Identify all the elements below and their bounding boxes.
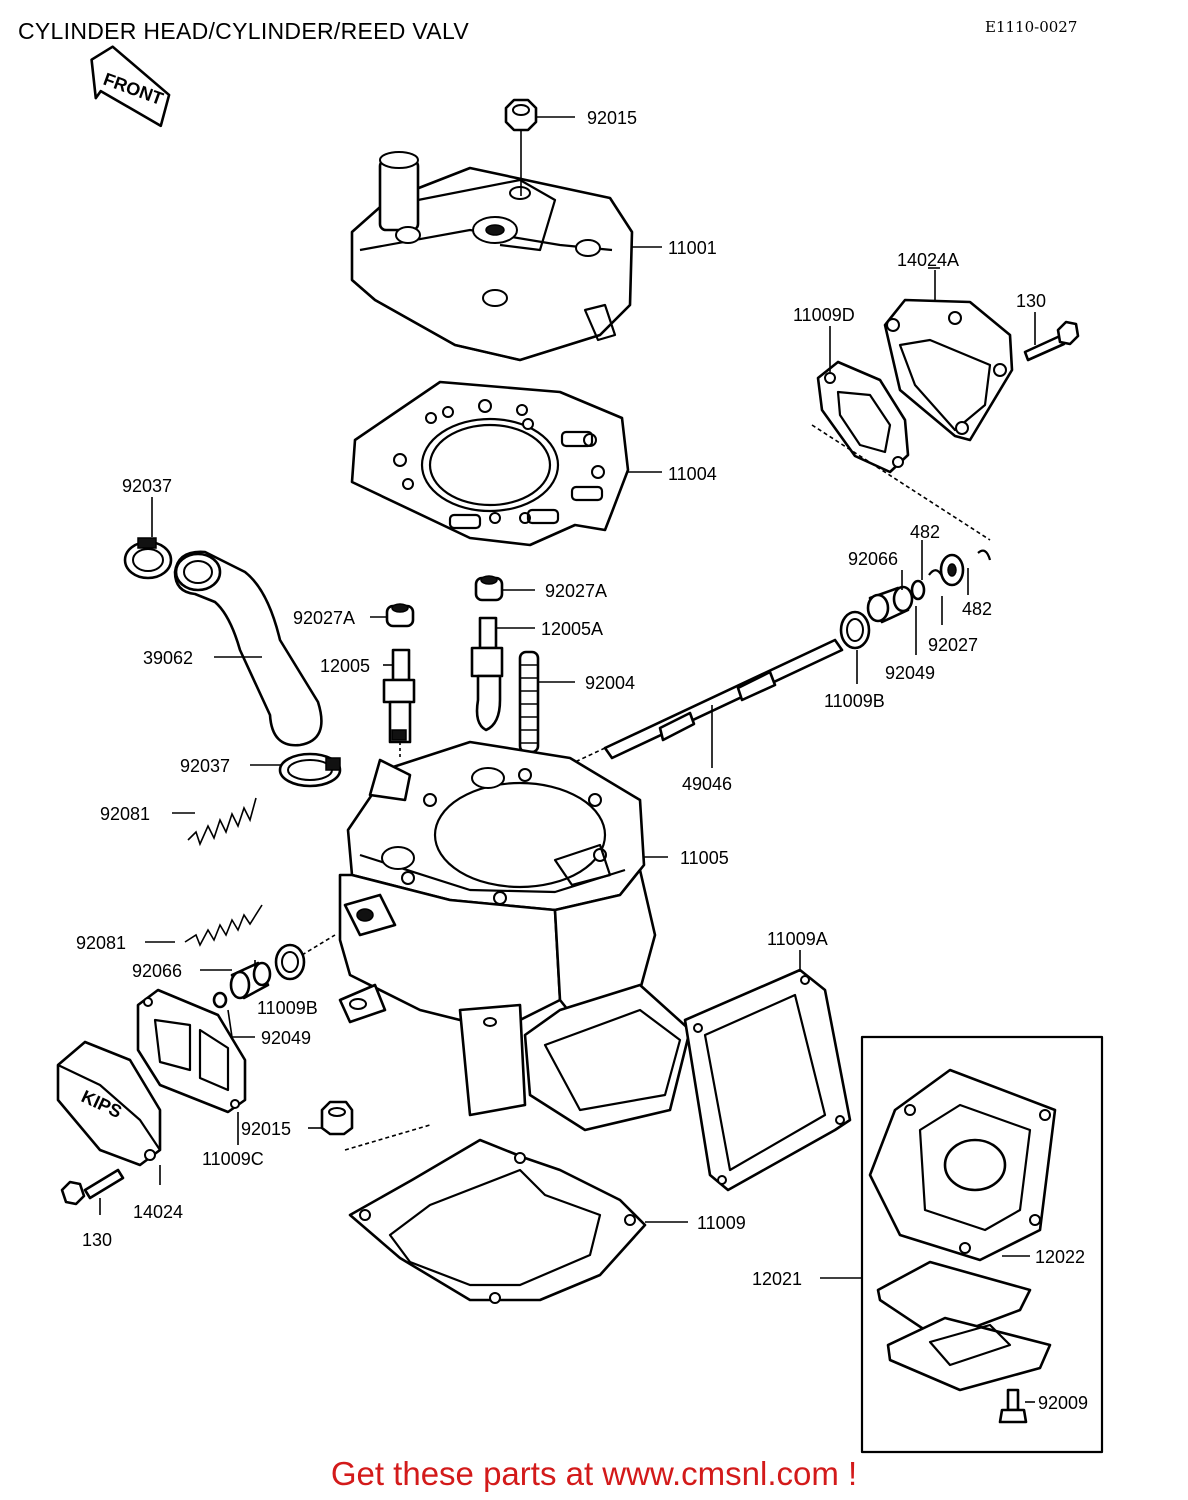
shaft-49046-part [574,638,844,763]
label-92004: 92004 [585,673,635,693]
holder-92066-right [866,585,914,624]
label-49046: 49046 [682,774,732,794]
gasket-11009D-part [816,360,910,474]
label-11004: 11004 [668,464,717,484]
label-92009: 92009 [1038,1393,1088,1413]
stud-92004-part [518,650,540,754]
label-482-b: 482 [962,599,992,619]
leader-lines [99,116,1036,1403]
nut-92015-top [504,98,538,196]
diagram-code: E1110-0027 [985,18,1078,36]
bolt-130-bottom [60,1168,125,1206]
oring-11009B-right [839,610,871,650]
cap-92027A-upper [474,575,504,602]
label-14024A: 14024A [897,250,959,270]
label-12005A: 12005A [541,619,603,639]
footer-link-text[interactable]: Get these parts at www.cmsnl.com ! [330,1455,858,1492]
cylinder-head-part [350,151,634,362]
valve-12005A-part [470,616,504,732]
label-11009D: 11009D [793,305,855,325]
reed-valve-box [860,1035,1104,1454]
label-12021: 12021 [752,1269,802,1289]
label-92081-a: 92081 [100,804,150,824]
label-92015-bottom: 92015 [241,1119,291,1139]
kips-cover-bottom-part: KIPS [56,1040,162,1167]
label-92049-left: 92049 [261,1028,311,1048]
label-92037-mid: 92037 [180,756,230,776]
label-92037-top: 92037 [122,476,172,496]
page-title: CYLINDER HEAD/CYLINDER/REED VALV [18,18,469,44]
clamp-92037-top [123,537,173,580]
label-130-top: 130 [1016,291,1046,311]
nut-92027-right [939,553,965,587]
hose-part [173,550,323,747]
front-arrow-icon: FRONT [90,45,171,128]
label-11001: 11001 [668,238,717,258]
clamp-92037-mid [278,752,342,788]
label-92027: 92027 [928,635,978,655]
clip-482-right [928,549,992,577]
label-482-a: 482 [910,522,940,542]
gasket-11009C-part [136,988,247,1114]
bolt-130-top [1023,320,1080,362]
label-130-bottom: 130 [82,1230,112,1250]
label-92081-b: 92081 [76,933,126,953]
cylinder-part [338,740,692,1132]
oring-11009B-left [274,934,336,981]
label-12005: 12005 [320,656,370,676]
label-11005: 11005 [680,848,729,868]
label-11009C: 11009C [202,1149,264,1169]
label-11009A: 11009A [767,929,828,949]
cap-92027A-lower [385,603,415,628]
spring-92081-upper [187,797,257,847]
holder-92066-left [229,961,272,1000]
screw-92009-part [998,1388,1028,1424]
valve-12005-part [382,648,416,760]
gasket-11009A-part [683,968,852,1192]
reed-block-12022-part [868,1068,1057,1262]
kips-cover-top-part [883,298,1014,442]
part-labels: 92015 11001 14024A 130 11009D 11004 9203… [76,108,1088,1413]
label-11009B-right: 11009B [824,691,885,711]
label-92049-right: 92049 [885,663,935,683]
label-92066-left: 92066 [132,961,182,981]
label-92027A-a: 92027A [545,581,607,601]
washer-92049-left [212,991,228,1009]
head-gasket-part [350,380,630,547]
label-39062: 39062 [143,648,193,668]
base-gasket-11009-part [348,1138,647,1304]
label-11009: 11009 [697,1213,746,1233]
label-11009B-left: 11009B [257,998,318,1018]
label-14024: 14024 [133,1202,183,1222]
label-92027A-b: 92027A [293,608,355,628]
spring-92081-lower [184,904,263,947]
washer-92049-right [910,579,926,601]
label-92015-top: 92015 [587,108,637,128]
reed-petals-part [876,1260,1052,1392]
label-92066-right: 92066 [848,549,898,569]
label-12022: 12022 [1035,1247,1085,1267]
nut-92015-bottom [320,1100,431,1151]
